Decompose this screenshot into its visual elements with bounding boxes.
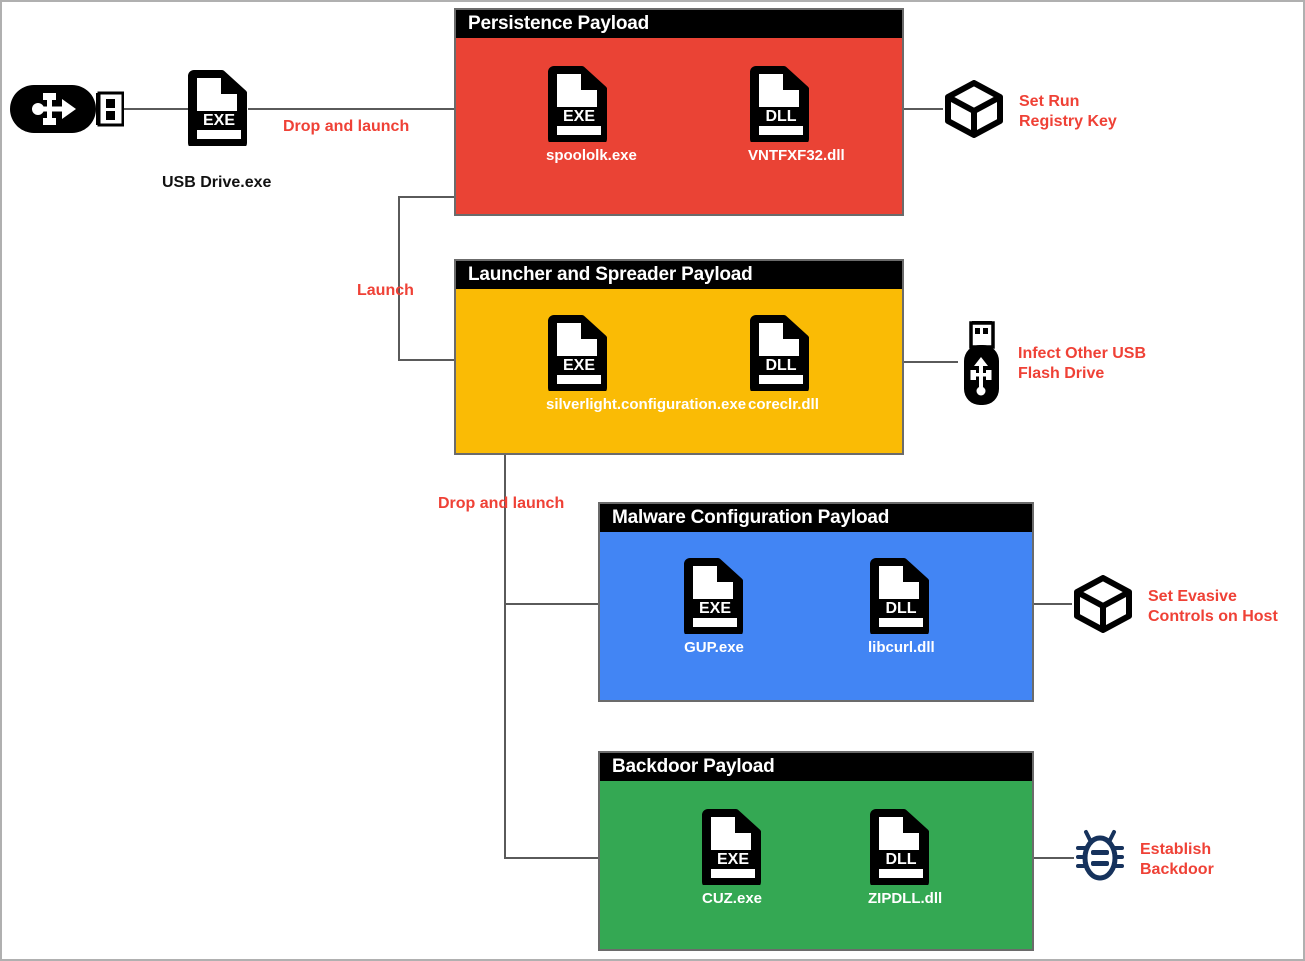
connector-usb-to-source: [120, 108, 188, 110]
source-label: USB Drive.exe: [162, 174, 272, 191]
outcome-label: Infect Other USB Flash Drive: [1018, 345, 1147, 382]
exe-file-icon: EXE: [684, 558, 744, 634]
file-item-coreclr: DLL coreclr.dll: [748, 315, 819, 413]
svg-text:EXE: EXE: [699, 600, 731, 617]
connector-drop-launch-to-backdoor: [504, 857, 600, 859]
payload-body-backdoor: EXE CUZ.exe DLL ZIPDLL.dll: [600, 781, 1032, 949]
cube-icon: [1072, 575, 1134, 638]
outcome-set-evasive-controls: Set Evasive Controls on Host: [1072, 575, 1278, 638]
dll-file-icon: DLL: [750, 315, 810, 391]
payload-title-malware-configuration: Malware Configuration Payload: [600, 504, 1032, 532]
usb-drive-icon: [10, 85, 125, 138]
connector-drop-launch-to-config: [504, 603, 600, 605]
file-item-silverlight: EXE silverlight.configuration.exe: [546, 315, 747, 413]
dll-file-icon: DLL: [870, 809, 930, 885]
file-item-zipdll: DLL ZIPDLL.dll: [868, 809, 943, 907]
edge-label-drop-and-launch-2: Drop and launch: [438, 495, 565, 512]
payload-title-backdoor: Backdoor Payload: [600, 753, 1032, 781]
file-item-cuz: EXE CUZ.exe: [700, 809, 764, 907]
file-label: VNTFXF32.dll: [748, 147, 845, 164]
payload-title-launcher-spreader: Launcher and Spreader Payload: [456, 261, 902, 289]
payload-body-launcher-spreader: EXE silverlight.configuration.exe DLL co…: [456, 289, 902, 453]
payload-body-malware-configuration: EXE GUP.exe DLL libcurl.dll: [600, 532, 1032, 700]
outcome-label: Establish Backdoor: [1140, 840, 1214, 878]
svg-text:DLL: DLL: [885, 851, 916, 868]
svg-text:EXE: EXE: [717, 851, 749, 868]
connector-launch-vertical: [398, 196, 400, 361]
outcome-label: Set Evasive Controls on Host: [1148, 587, 1278, 625]
file-item-libcurl: DLL libcurl.dll: [868, 558, 935, 656]
svg-text:EXE: EXE: [563, 357, 595, 374]
outcome-establish-backdoor: Establish Backdoor: [1074, 828, 1214, 891]
file-label: coreclr.dll: [748, 396, 819, 413]
payload-body-persistence: EXE spoololk.exe DLL VNTFXF32.dll: [456, 38, 902, 214]
payload-box-backdoor: Backdoor Payload EXE CUZ.exe: [598, 751, 1034, 951]
edge-label-launch: Launch: [357, 282, 414, 299]
exe-file-icon: EXE: [188, 70, 248, 146]
exe-file-icon: EXE: [548, 66, 608, 142]
dll-file-icon: DLL: [870, 558, 930, 634]
edge-label-drop-and-launch-1: Drop and launch: [283, 118, 410, 135]
usb-flash-drive-icon: [958, 319, 1004, 409]
outcome-label: Set Run Registry Key: [1019, 92, 1117, 130]
exe-file-icon: EXE: [702, 809, 762, 885]
payload-box-persistence: Persistence Payload EXE spoololk.exe: [454, 8, 904, 216]
connector-source-to-persistence: [248, 108, 454, 110]
file-item-vntfxf32: DLL VNTFXF32.dll: [748, 66, 845, 164]
file-label: silverlight.configuration.exe: [546, 396, 747, 413]
outcome-set-run-registry-key: Set Run Registry Key: [943, 80, 1117, 143]
svg-text:DLL: DLL: [885, 600, 916, 617]
svg-text:DLL: DLL: [765, 357, 796, 374]
svg-text:DLL: DLL: [765, 108, 796, 125]
file-label: spoololk.exe: [546, 147, 637, 164]
exe-file-icon: EXE: [548, 315, 608, 391]
file-label: libcurl.dll: [868, 639, 935, 656]
file-label: CUZ.exe: [701, 890, 763, 907]
outcome-infect-other-usb: Infect Other USB Flash Drive: [958, 319, 1146, 409]
payload-title-persistence: Persistence Payload: [456, 10, 902, 38]
file-item-gup: EXE GUP.exe: [682, 558, 746, 656]
file-item-spoololk: EXE spoololk.exe: [546, 66, 637, 164]
source-file-icon-group: EXE: [186, 70, 250, 146]
cube-icon: [943, 80, 1005, 143]
connector-launch-top: [398, 196, 456, 198]
bug-icon: [1074, 828, 1126, 891]
file-label: ZIPDLL.dll: [868, 890, 943, 907]
payload-box-malware-configuration: Malware Configuration Payload EXE GUP.ex…: [598, 502, 1034, 702]
connector-drop-launch-trunk: [504, 454, 506, 858]
dll-file-icon: DLL: [750, 66, 810, 142]
svg-text:EXE: EXE: [563, 108, 595, 125]
file-label: GUP.exe: [684, 639, 744, 656]
payload-box-launcher-spreader: Launcher and Spreader Payload EXE silver…: [454, 259, 904, 455]
connector-launch-bottom: [398, 359, 456, 361]
svg-text:EXE: EXE: [203, 112, 235, 129]
